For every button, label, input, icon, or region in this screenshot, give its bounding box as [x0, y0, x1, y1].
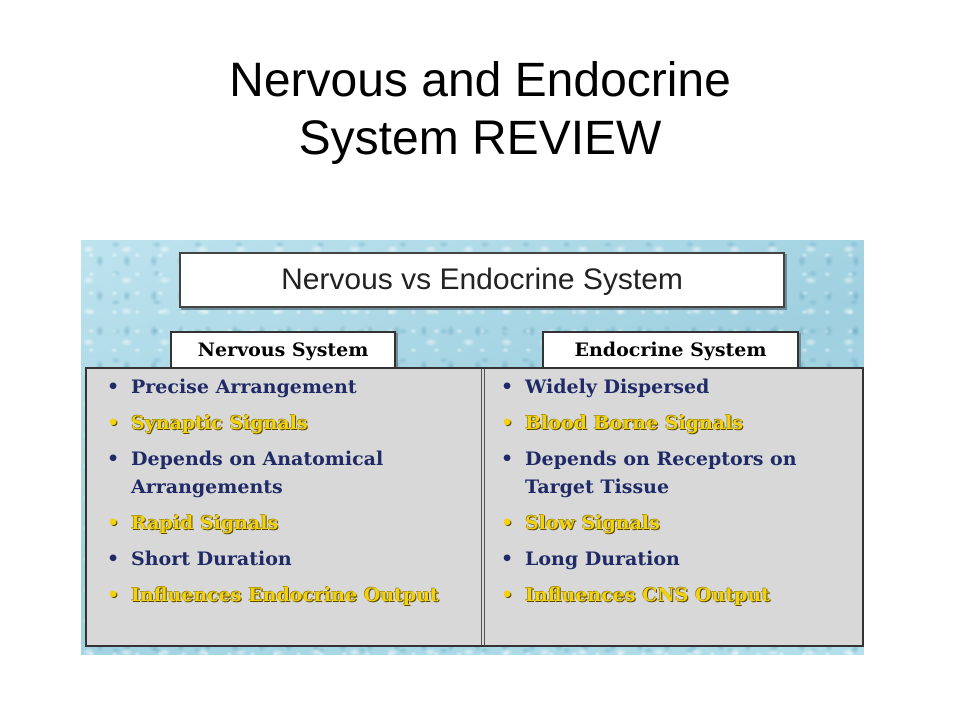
bullet-icon: •	[501, 376, 514, 398]
comparison-graphic: Nervous vs Endocrine System Nervous Syst…	[81, 240, 864, 655]
nervous-item-text: Precise Arrangement	[131, 376, 357, 398]
endocrine-item-text: Slow Signals	[525, 512, 660, 534]
bullet-icon: •	[107, 548, 120, 570]
nervous-item-text: Synaptic Signals	[131, 412, 308, 434]
column-divider	[481, 369, 485, 645]
nervous-item-text: Rapid Signals	[131, 512, 279, 534]
nervous-system-tab: Nervous System	[170, 331, 396, 369]
bullet-icon: •	[107, 448, 120, 470]
nervous-list-item: • Short Duration	[95, 545, 475, 573]
nervous-system-list: • Precise Arrangement • Synaptic Signals •…	[95, 373, 475, 617]
nervous-item-text: Influences Endocrine Output	[131, 584, 439, 606]
slide-title-line-1: Nervous and Endocrine	[229, 54, 731, 107]
bullet-icon: •	[501, 548, 514, 570]
bullet-icon: •	[107, 584, 120, 606]
nervous-item-text: Short Duration	[131, 548, 292, 570]
endocrine-system-tab: Endocrine System	[542, 331, 799, 369]
endocrine-item-text: Influences CNS Output	[525, 584, 771, 606]
slide-title: Nervous and Endocrine System REVIEW	[0, 52, 960, 168]
nervous-list-item: • Rapid Signals	[95, 509, 475, 537]
bullet-icon: •	[501, 448, 514, 470]
endocrine-list-item: • Influences CNS Output	[489, 581, 859, 609]
bullet-icon: •	[501, 584, 514, 606]
bullet-icon: •	[501, 412, 514, 434]
slide-title-line-2: System REVIEW	[298, 112, 662, 165]
endocrine-item-text: Long Duration	[525, 548, 680, 570]
endocrine-list-item: • Slow Signals	[489, 509, 859, 537]
endocrine-list-item: • Blood Borne Signals	[489, 409, 859, 437]
endocrine-item-text: Blood Borne Signals	[525, 412, 744, 434]
nervous-list-item: • Depends on Anatomical Arrangements	[95, 445, 475, 501]
endocrine-item-text: Depends on Receptors on Target Tissue	[525, 448, 797, 498]
endocrine-list-item: • Long Duration	[489, 545, 859, 573]
nervous-list-item: • Precise Arrangement	[95, 373, 475, 401]
graphic-heading: Nervous vs Endocrine System	[179, 252, 785, 308]
endocrine-system-list: • Widely Dispersed • Blood Borne Signals •…	[489, 373, 859, 617]
bullet-icon: •	[107, 376, 120, 398]
bullet-icon: •	[501, 512, 514, 534]
bullet-icon: •	[107, 512, 120, 534]
bullet-icon: •	[107, 412, 120, 434]
nervous-list-item: • Influences Endocrine Output	[95, 581, 475, 609]
nervous-item-text: Depends on Anatomical Arrangements	[131, 448, 384, 498]
endocrine-list-item: • Widely Dispersed	[489, 373, 859, 401]
endocrine-item-text: Widely Dispersed	[525, 376, 710, 398]
comparison-panel: • Precise Arrangement • Synaptic Signals •…	[85, 367, 864, 647]
endocrine-list-item: • Depends on Receptors on Target Tissue	[489, 445, 859, 501]
nervous-list-item: • Synaptic Signals	[95, 409, 475, 437]
